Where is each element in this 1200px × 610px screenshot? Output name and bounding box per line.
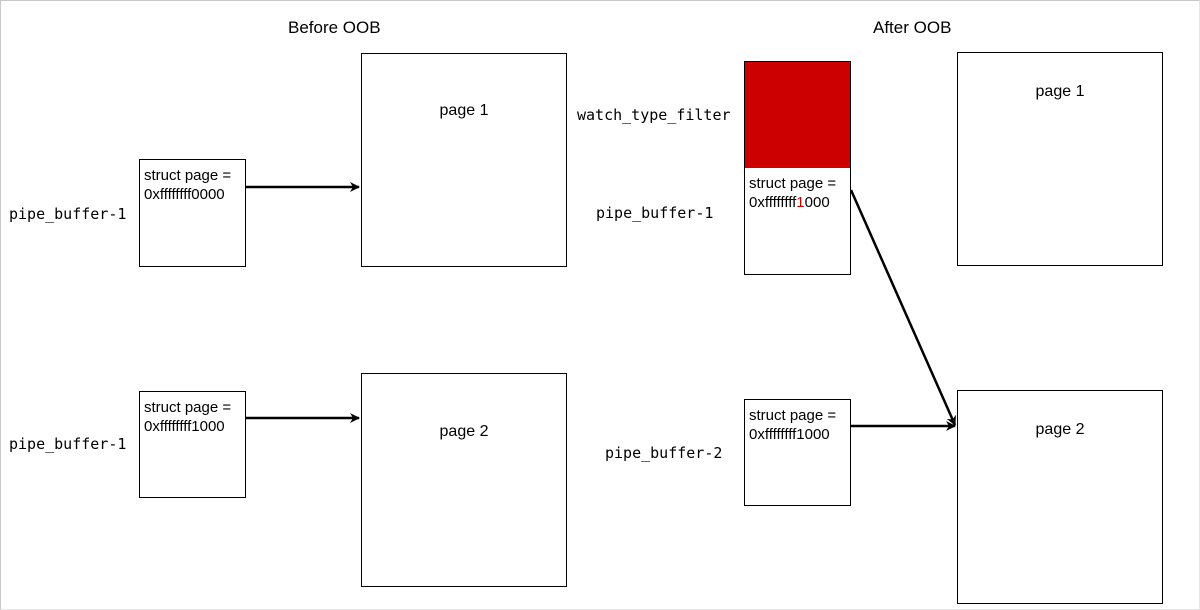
struct-page-label: struct page = bbox=[144, 167, 232, 184]
page-1-label: page 1 bbox=[1035, 83, 1085, 100]
after-pipe-buffer-1-label: pipe_buffer-1 bbox=[596, 204, 714, 222]
struct-page-address-corrupted: 0xffffffff1000 bbox=[749, 193, 846, 212]
address-prefix: 0xffffffff bbox=[749, 194, 797, 211]
page-1-label: page 1 bbox=[439, 102, 489, 119]
after-page-1-box: page 1 bbox=[957, 52, 1163, 266]
before-pipe-buffer-1-box: struct page = 0xffffffff0000 bbox=[139, 159, 246, 267]
before-oob-title: Before OOB bbox=[288, 18, 381, 37]
after-page-2-box: page 2 bbox=[957, 390, 1163, 604]
after-pipe-buffer-1-box: struct page = 0xffffffff1000 bbox=[744, 168, 851, 275]
watch-type-filter-label: watch_type_filter bbox=[577, 106, 731, 124]
page-2-label: page 2 bbox=[439, 423, 489, 440]
after-buffer-1-to-page-2-arrow bbox=[849, 189, 957, 426]
struct-page-address: 0xffffffff1000 bbox=[144, 418, 225, 435]
overwritten-digit: 1 bbox=[796, 194, 805, 211]
struct-page-label: struct page = bbox=[144, 399, 232, 416]
struct-page-address: 0xffffffff1000 bbox=[749, 426, 830, 443]
struct-page-address: 0xffffffff0000 bbox=[144, 186, 225, 203]
after-oob-title: After OOB bbox=[873, 18, 952, 37]
before-pipe-buffer-2-label: pipe_buffer-1 bbox=[9, 435, 127, 453]
after-pipe-buffer-2-label: pipe_buffer-2 bbox=[605, 444, 723, 462]
before-pipe-buffer-1-label: pipe_buffer-1 bbox=[9, 205, 127, 223]
before-page-1-box: page 1 bbox=[361, 53, 567, 267]
address-suffix: 000 bbox=[804, 194, 830, 211]
struct-page-label: struct page = bbox=[749, 175, 837, 192]
before-page-2-box: page 2 bbox=[361, 373, 567, 587]
before-pipe-buffer-2-box: struct page = 0xffffffff1000 bbox=[139, 391, 246, 498]
struct-page-label: struct page = bbox=[749, 407, 837, 424]
after-pipe-buffer-2-box: struct page = 0xffffffff1000 bbox=[744, 399, 851, 506]
page-2-label: page 2 bbox=[1035, 421, 1085, 438]
